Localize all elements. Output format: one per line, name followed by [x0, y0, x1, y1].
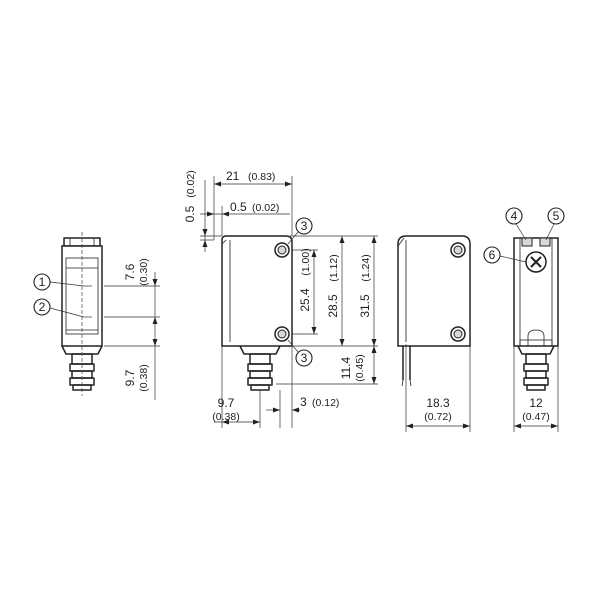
cable-view: 18.3 (0.72) — [397, 235, 471, 432]
callout-4-label: 4 — [511, 209, 518, 223]
dim-9-7-left: 9.7 — [123, 369, 137, 386]
dim-25-4-inch: (1.00) — [300, 248, 312, 275]
potentiometer-cross-icon — [530, 256, 542, 268]
callout-3-bottom-label: 3 — [301, 351, 308, 365]
callout-3-top — [295, 217, 313, 235]
callout-4 — [505, 207, 523, 225]
dim-0-5-horizontal: 0.5 — [230, 200, 247, 214]
dim-11-4: 11.4 — [339, 356, 353, 379]
dim-31-5-inch: (1.24) — [360, 254, 372, 281]
callout-5 — [547, 207, 565, 225]
dim-28-5-inch: (1.12) — [328, 254, 340, 281]
dim-18-3: 18.3 — [426, 396, 450, 410]
cable-view-mount-hole-top — [450, 242, 466, 258]
front-view-mount-hole-bottom — [274, 326, 290, 342]
dim-9-7-front-inch: (0.38) — [212, 411, 239, 423]
callout-6 — [483, 246, 501, 264]
dim-11-4-inch: (0.45) — [354, 354, 366, 381]
dim-0-5-vertical-inch: (0.02) — [185, 170, 197, 197]
front-view: 3 3 21 (0.83) 0.5 (0.02) 0.5 (0.02) — [183, 169, 378, 428]
callout-2 — [33, 298, 51, 316]
cable-view-mount-hole-bottom — [450, 326, 466, 342]
dim-7-6-inch: (0.30) — [138, 258, 150, 285]
dim-12: 12 — [529, 396, 543, 410]
dim-28-5: 28.5 — [326, 294, 340, 318]
dim-0-5-horizontal-inch: (0.02) — [252, 202, 279, 214]
callout-5-label: 5 — [553, 209, 560, 223]
dim-21-inch: (0.83) — [248, 171, 275, 183]
dim-18-3-inch: (0.72) — [424, 411, 451, 423]
front-view-housing — [221, 235, 293, 347]
dim-25-4: 25.4 — [298, 288, 312, 312]
callout-1 — [33, 273, 51, 291]
left-view: 1 2 7.6 (0.30) 9.7 (0.38) — [33, 232, 160, 400]
rear-view-housing — [513, 237, 559, 347]
led-indicator-4 — [521, 237, 533, 247]
callout-3-top-label: 3 — [301, 219, 308, 233]
dim-9-7-left-inch: (0.38) — [138, 364, 150, 391]
dim-31-5: 31.5 — [358, 294, 372, 318]
dim-3: 3 — [300, 395, 307, 409]
callout-6-label: 6 — [489, 248, 496, 262]
dim-3-inch: (0.12) — [312, 397, 339, 409]
front-view-mount-hole-top — [274, 242, 290, 258]
dim-12-inch: (0.47) — [522, 411, 549, 423]
rear-view: 4 5 6 12 (0.47) — [483, 207, 565, 432]
dim-7-6: 7.6 — [123, 263, 137, 280]
dim-9-7-front: 9.7 — [218, 396, 235, 410]
dim-0-5-vertical: 0.5 — [183, 205, 197, 222]
callout-3-bottom — [295, 349, 313, 367]
led-indicator-5 — [539, 237, 551, 247]
cable — [402, 346, 411, 380]
callout-1-label: 1 — [39, 275, 46, 289]
cable-view-housing — [397, 235, 471, 347]
dim-21: 21 — [226, 169, 240, 183]
callout-2-label: 2 — [39, 300, 46, 314]
